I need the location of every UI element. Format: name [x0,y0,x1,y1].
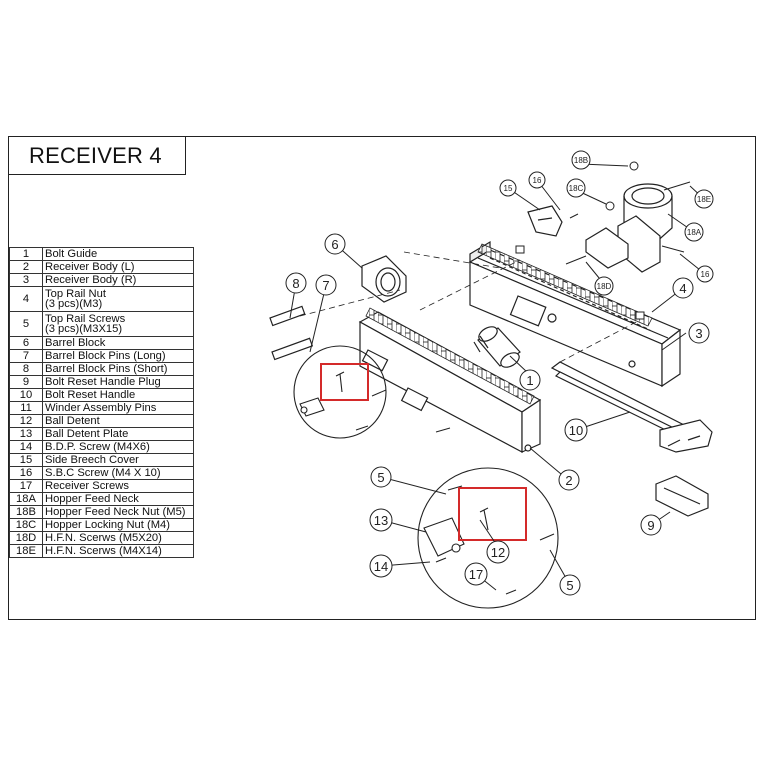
bolt-guide [473,326,521,368]
hopper-locking-nut [605,201,615,211]
callout-label: 8 [292,276,299,291]
bolt-reset-handle [550,361,713,453]
callout-label: 18B [574,156,588,165]
callout-16b [696,265,714,283]
callout-18d [594,276,614,296]
screws-and-nuts [355,161,691,433]
callout-label: 7 [322,278,329,293]
callout-12 [486,540,510,564]
hopper-feed-neck-nut [629,161,639,171]
highlight-box [458,487,527,541]
callout-16a [528,171,546,189]
callout-bubbles [285,150,714,596]
callout-14 [369,554,393,578]
callout-10 [564,418,588,442]
callout-label: 5 [377,470,384,485]
receiver-screw [435,427,451,433]
hopper-neck-bracket [585,227,629,269]
callout-label: 18A [687,228,702,237]
bolt-reset-handle-plug [655,475,709,517]
callout-9 [640,514,662,536]
callout-label: 6 [331,237,338,252]
callout-label: 3 [695,326,702,341]
callout-label: 18E [697,195,711,204]
callout-label: 13 [374,513,388,528]
sbc-screw [569,213,579,219]
callout-label: 4 [679,281,686,296]
part-number: 4 [9,286,43,312]
callout-label: 9 [647,518,654,533]
callout-17 [464,562,488,586]
callout-label: 18D [597,282,612,291]
callout-labels: 6 8 7 1 2 3 4 10 9 5 5 13 14 17 12 15 16… [292,156,711,593]
hfn-screw-m5x20 [565,255,587,265]
receiver-body-left [358,311,542,453]
callout-6 [324,233,346,255]
top-rail-right [477,243,653,327]
receiver-screw [371,389,387,397]
callout-1 [519,369,541,391]
assembly-lines [299,251,641,363]
detail-circle-large [417,467,559,609]
callout-18a [684,222,704,242]
callout-2 [558,469,580,491]
side-breech-cover [527,205,563,237]
detail-circle-small [293,345,387,439]
callout-label: 12 [491,545,505,560]
part-name-line: (3 pcs)(M3) [45,298,103,310]
callout-label: 14 [374,559,388,574]
receiver-body-right [468,240,682,388]
part-name-line: Top Rail Screws [45,313,126,325]
part-number: 5 [9,311,43,337]
callout-label: 16 [701,270,710,279]
callout-18b [571,150,591,170]
top-rail-nut [515,245,525,254]
part-name-line: Top Rail Nut [45,288,106,300]
sbc-screw [661,245,685,253]
callout-5b [559,574,581,596]
barrel-block-pins [269,305,314,361]
callout-label: 5 [566,578,573,593]
part-name: H.F.N. Scerws (M4X14) [42,544,194,558]
callout-label: 18C [569,184,584,193]
callout-15 [499,179,517,197]
barrel-block [361,255,407,303]
callout-label: 16 [533,176,542,185]
callout-13 [369,508,393,532]
callout-5a [370,466,392,488]
callout-label: 1 [526,373,533,388]
part-name-line: (3 pcs)(M3X15) [45,323,123,335]
top-rail-nut [635,311,645,320]
callout-7 [315,274,337,296]
callout-4 [672,277,694,299]
hfn-screw-m4x14 [663,181,691,191]
callout-18c [566,178,586,198]
callout-8 [285,272,307,294]
callout-label: 10 [569,423,583,438]
receiver-screw [355,425,369,431]
top-rail-left [365,307,535,405]
callout-18e [694,189,714,209]
page-title: RECEIVER 4 [9,137,186,175]
callout-label: 2 [565,473,572,488]
callout-3 [688,322,710,344]
highlight-box [320,363,369,401]
callout-label: 17 [469,567,483,582]
callout-label: 15 [504,184,513,193]
